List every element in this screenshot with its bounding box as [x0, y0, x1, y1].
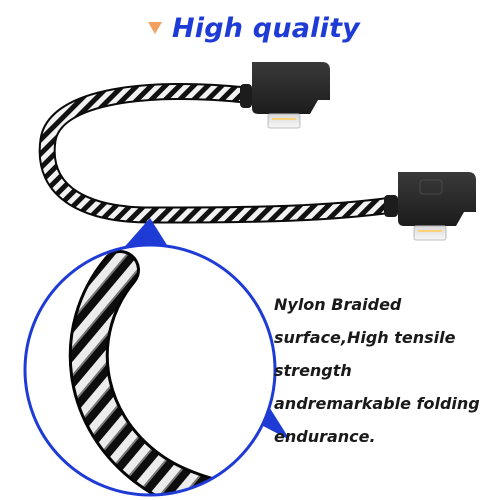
zoom-circle	[23, 243, 277, 497]
feature-line: endurance.	[274, 427, 376, 446]
feature-line: strength	[274, 361, 352, 380]
feature-line: Nylon Braided	[274, 295, 402, 314]
feature-line: andremarkable folding	[274, 394, 480, 413]
connector-right	[384, 172, 476, 241]
feature-description: Nylon Braided surface,High tensile stren…	[274, 288, 496, 453]
braided-cable	[38, 82, 401, 224]
headline: High quality	[148, 10, 360, 46]
connector-top	[240, 62, 330, 129]
triangle-down-icon	[148, 22, 162, 34]
headline-title: High quality	[172, 12, 360, 44]
feature-line: surface,High tensile	[274, 328, 456, 347]
